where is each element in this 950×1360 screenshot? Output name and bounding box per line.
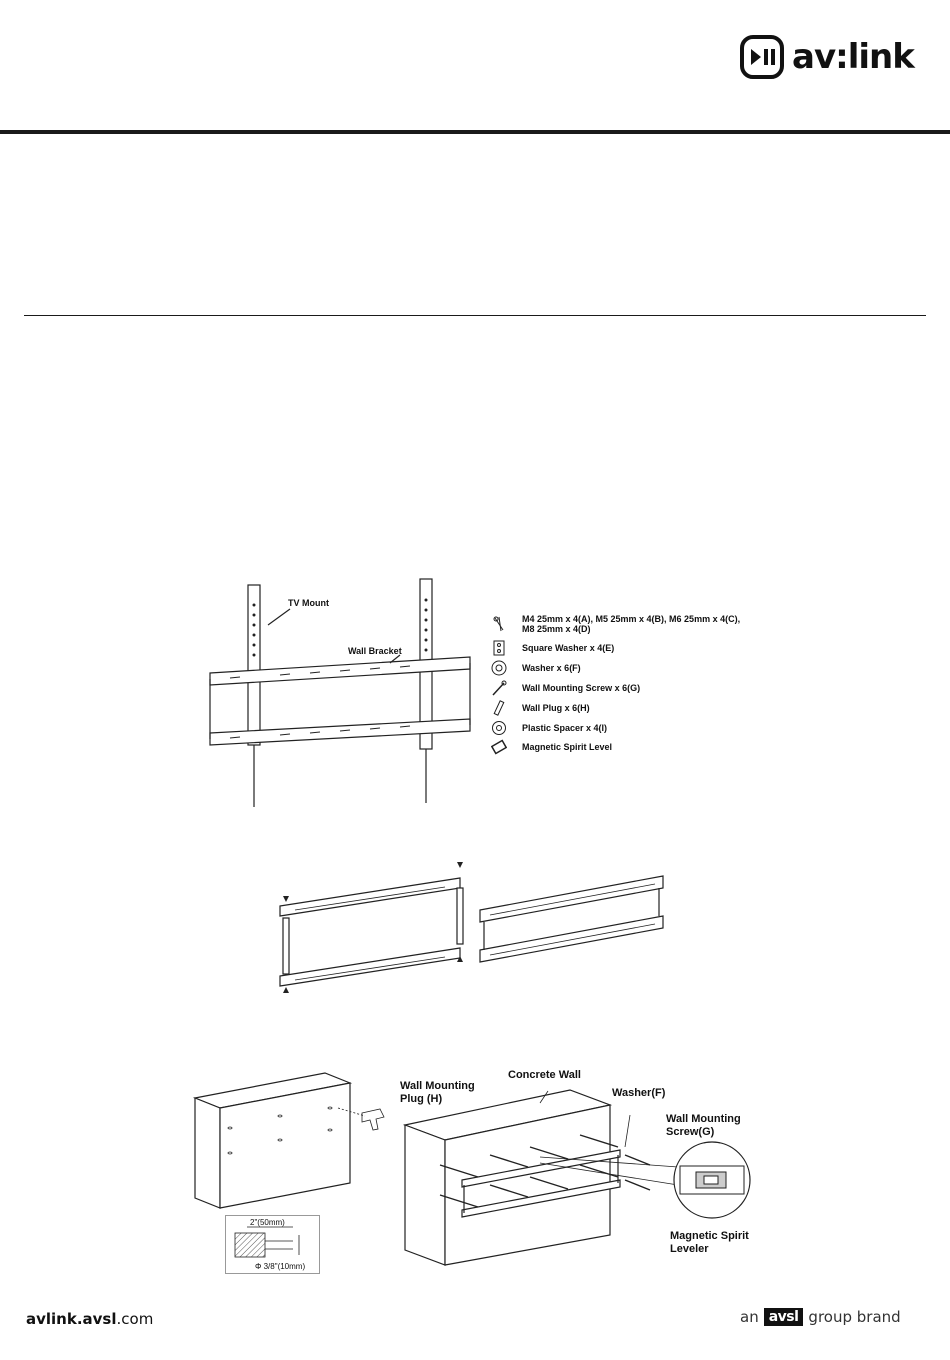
concrete-wall-callout: Concrete Wall: [508, 1069, 581, 1081]
part-item: Washer x 6(F): [490, 659, 581, 677]
tv-mount-label: TV Mount: [288, 598, 329, 608]
plastic-spacer-icon: [490, 719, 508, 737]
washer-callout: Washer(F): [612, 1087, 666, 1099]
group-brand: an avsl group brand: [740, 1308, 901, 1326]
tv-mount-diagram: [209, 578, 471, 807]
wall-plug-callout: Wall Mounting Plug (H): [400, 1080, 475, 1105]
spirit-level-detail: [673, 1141, 751, 1219]
wall-plug-icon: [490, 699, 508, 717]
wall-screw-callout: Wall Mounting Screw(G): [666, 1113, 741, 1138]
avsl-logo: avsl: [763, 1308, 804, 1326]
washer-icon: [490, 659, 508, 677]
concrete-wall-diagram: [402, 1089, 679, 1266]
brand-logo: av:link: [740, 34, 915, 80]
section-rule: [24, 315, 926, 316]
bracket-assembly-diagram: [279, 862, 664, 993]
brand-name: av:link: [792, 37, 915, 77]
part-item: Wall Plug x 6(H): [490, 699, 590, 717]
play-pause-icon: [740, 35, 784, 79]
drill-depth-detail: [225, 1215, 320, 1274]
part-item: Plastic Spacer x 4(I): [490, 719, 607, 737]
header-rule: [0, 130, 950, 134]
drill-depth-label: 2"(50mm): [250, 1218, 285, 1227]
wall-screw-icon: [490, 679, 508, 697]
spirit-level-callout: Magnetic Spirit Leveler: [670, 1230, 749, 1255]
part-item: M4 25mm x 4(A), M5 25mm x 4(B), M6 25mm …: [490, 612, 740, 636]
wall-drilling-diagram: [192, 1072, 385, 1209]
screw-set-icon: [490, 615, 508, 633]
drill-diameter-label: Φ 3/8"(10mm): [255, 1262, 306, 1271]
spirit-level-icon: [490, 738, 508, 756]
wall-bracket-label: Wall Bracket: [348, 646, 402, 656]
website-link[interactable]: avlink.avsl.com: [26, 1310, 154, 1328]
part-item: Magnetic Spirit Level: [490, 738, 612, 756]
part-item: Square Washer x 4(E): [490, 639, 614, 657]
part-item: Wall Mounting Screw x 6(G): [490, 679, 640, 697]
square-washer-icon: [490, 639, 508, 657]
